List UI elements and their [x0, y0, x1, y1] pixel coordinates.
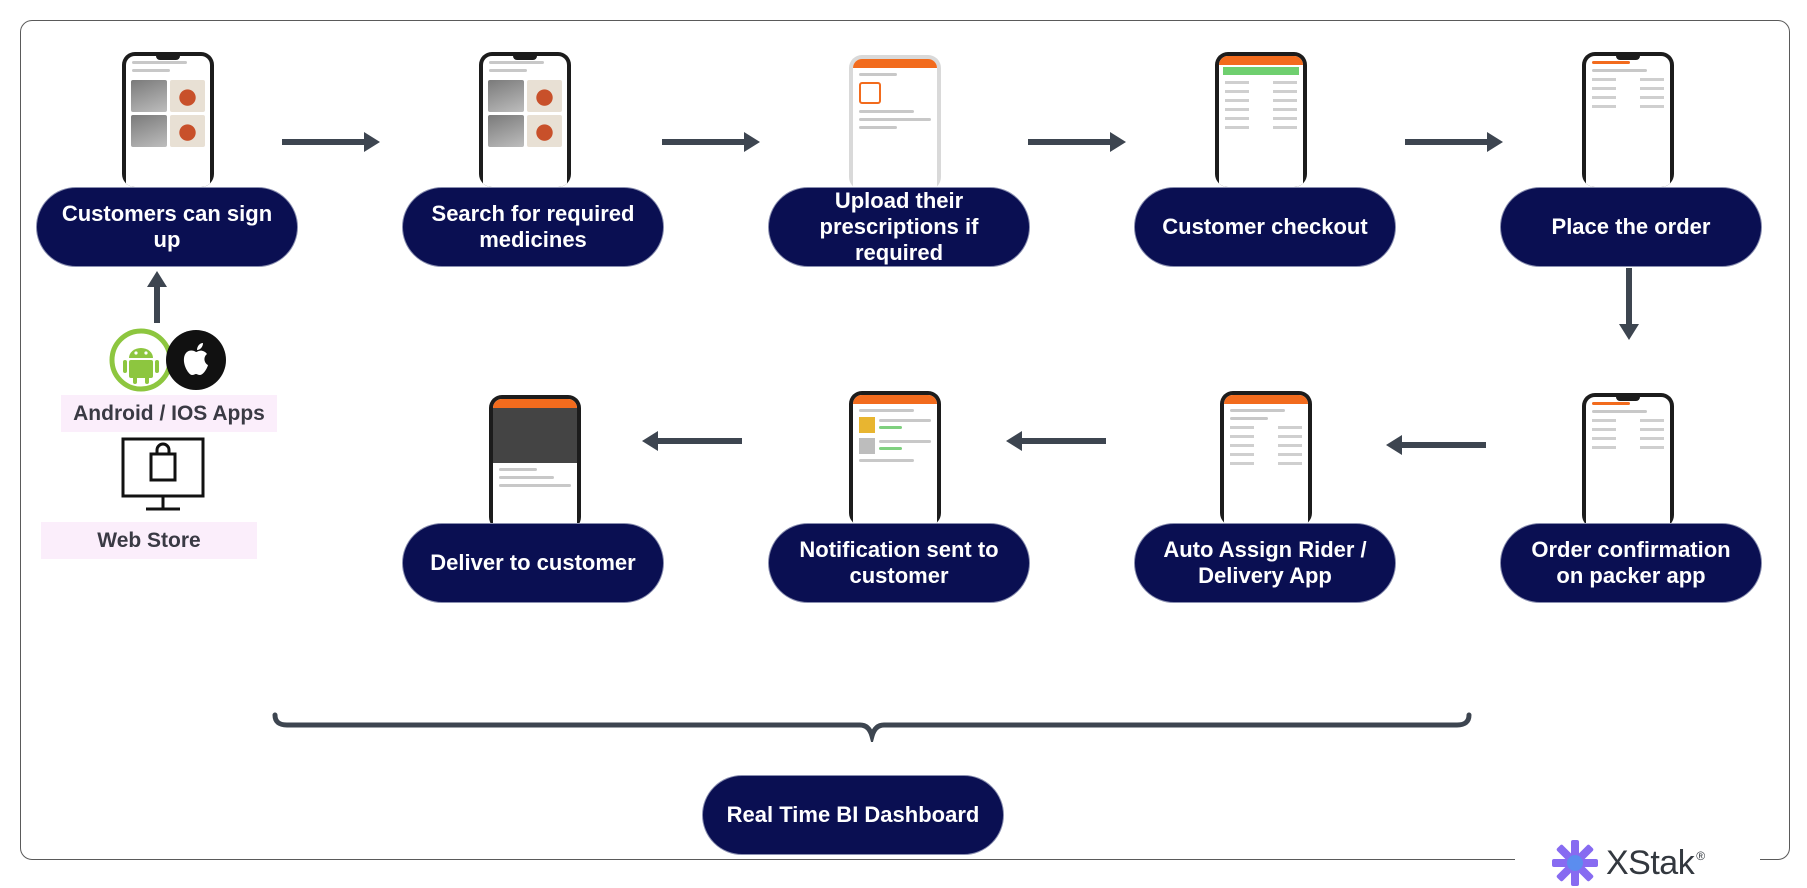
phone-mockup-packer: [1582, 393, 1674, 528]
phone-mockup-notification: [849, 391, 941, 526]
xstak-logo: XStak ®: [1550, 838, 1705, 888]
step-notification: Notification sent to customer: [768, 523, 1030, 603]
arrow-apps-to-signup: [147, 271, 167, 323]
diagram-frame: [20, 20, 1790, 860]
arrow-place-order-to-confirmation: [1619, 268, 1639, 340]
phone-mockup-deliver: [489, 395, 581, 530]
android-icon: [109, 328, 173, 392]
step-search: Search for required medicines: [402, 187, 664, 267]
phone-mockup-rider: [1220, 391, 1312, 526]
arrow-confirmation-to-auto-assign: [1386, 435, 1486, 455]
web-store-label: Web Store: [41, 522, 257, 559]
arrow-checkout-to-place-order: [1405, 132, 1503, 152]
step-signup: Customers can sign up: [36, 187, 298, 267]
arrow-auto-assign-to-notification: [1006, 431, 1106, 451]
web-store-icon: [120, 436, 206, 514]
arrow-notification-to-deliver: [642, 431, 742, 451]
step-deliver: Deliver to customer: [402, 523, 664, 603]
arrow-signup-to-search: [282, 132, 380, 152]
step-upload: Upload their prescriptions if required: [768, 187, 1030, 267]
apps-label: Android / IOS Apps: [61, 395, 277, 432]
apple-icon: [164, 328, 228, 392]
arrow-upload-to-checkout: [1028, 132, 1126, 152]
xstak-wordmark: XStak: [1606, 843, 1695, 882]
phone-mockup-signup: [122, 52, 214, 187]
grouping-brace: [272, 712, 1472, 742]
step-place-order: Place the order: [1500, 187, 1762, 267]
phone-mockup-upload: [849, 55, 941, 190]
phone-mockup-checkout: [1215, 52, 1307, 187]
phone-mockup-place-order: [1582, 52, 1674, 187]
trademark-mark: ®: [1696, 849, 1706, 863]
step-auto-assign: Auto Assign Rider / Delivery App: [1134, 523, 1396, 603]
step-bi-dashboard: Real Time BI Dashboard: [702, 775, 1004, 855]
xstak-star-icon: [1552, 840, 1598, 886]
step-checkout: Customer checkout: [1134, 187, 1396, 267]
arrow-search-to-upload: [662, 132, 760, 152]
step-order-confirmation: Order confirmation on packer app: [1500, 523, 1762, 603]
phone-mockup-search: [479, 52, 571, 187]
